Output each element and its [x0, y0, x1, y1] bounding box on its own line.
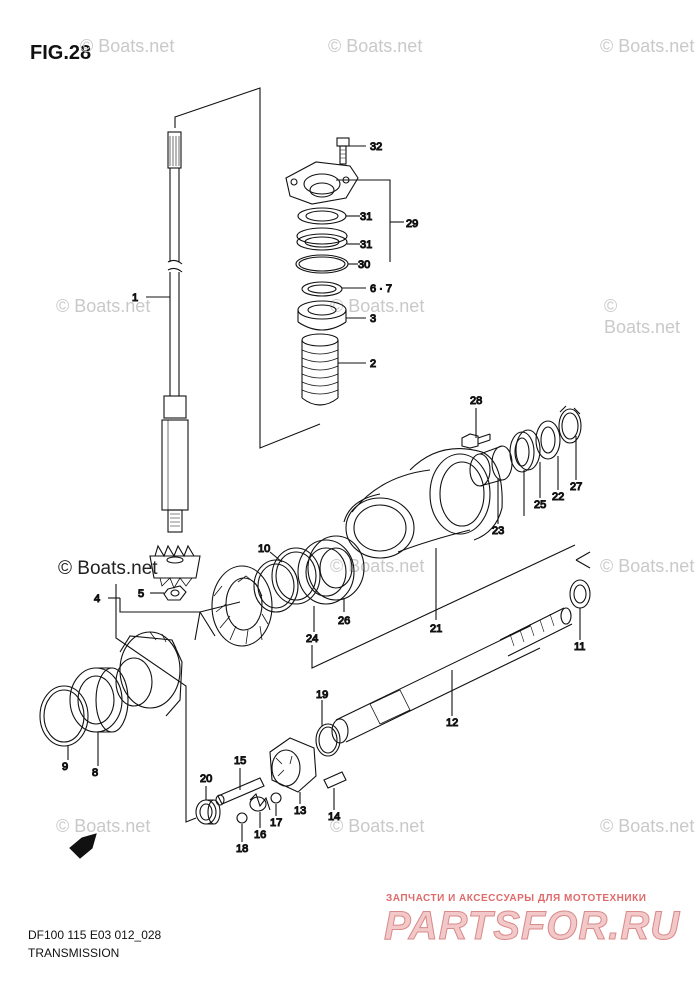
- callout-label: 21: [430, 623, 442, 635]
- callout-label: 26: [338, 615, 350, 627]
- shim: [301, 281, 343, 297]
- pump-case: [285, 161, 359, 205]
- callout-label: 31: [360, 211, 372, 223]
- spring-16: [249, 792, 271, 812]
- washer-9: [39, 685, 89, 747]
- watermark: © Boats.net: [56, 296, 151, 316]
- callout-label: 14: [328, 811, 340, 823]
- shop-brand-logo: PARTSFOR.RU: [383, 904, 681, 949]
- sleeve-20: [195, 799, 221, 825]
- callout-label: 19: [316, 689, 328, 701]
- callout-label: 5: [138, 588, 144, 600]
- watermark: © Boats.net: [56, 816, 151, 836]
- bearing-2: [301, 333, 339, 406]
- oil-seal-25: [509, 429, 541, 473]
- watermark: © Boats.net: [604, 296, 681, 337]
- callout-label: 27: [570, 481, 582, 493]
- watermark: © Boats.net: [600, 36, 695, 56]
- callout-label: 15: [234, 755, 246, 767]
- forward-gear: [211, 565, 273, 647]
- watermark-dark: © Boats.net: [58, 558, 158, 579]
- nut: [163, 585, 187, 601]
- assembly-bracket-line: [115, 584, 197, 823]
- section-name: TRANSMISSION: [28, 946, 120, 960]
- assembly-bracket-line: [119, 598, 200, 613]
- callout-label: 10: [258, 543, 270, 555]
- callout-label: 30: [358, 259, 370, 271]
- propeller-shaft-housing: [343, 448, 503, 559]
- pin-14: [323, 771, 347, 789]
- callout-label: 11: [574, 641, 585, 653]
- model-code: DF100 115 E03 012_028: [28, 928, 162, 942]
- fwd-arrow-icon: FWD: [69, 833, 97, 859]
- bearing-8: [69, 667, 129, 733]
- callout-label: 6 · 7: [370, 283, 392, 295]
- bolt-28: [461, 433, 491, 449]
- callout-label: 9: [62, 761, 68, 773]
- watermark: © Boats.net: [328, 36, 423, 56]
- callout-label: 32: [370, 141, 382, 153]
- callout-label: 25: [534, 499, 546, 511]
- callout-label: 3: [370, 313, 376, 325]
- bearing-3: [297, 300, 347, 331]
- clutch-dog-13: [269, 737, 317, 793]
- leader-line: [194, 611, 201, 641]
- callout-label: 20: [200, 773, 212, 785]
- callout-label: 22: [552, 491, 564, 503]
- callout-label: 4: [94, 593, 100, 605]
- propeller-shaft: [331, 607, 573, 744]
- bolt-32: [336, 137, 350, 165]
- figure-title: FIG.28: [30, 42, 92, 64]
- callout-label: 18: [236, 843, 248, 855]
- callout-label: 29: [406, 218, 418, 230]
- callout-label: 12: [446, 717, 458, 729]
- reverse-gear: [115, 631, 183, 717]
- callout-label: 2: [370, 358, 376, 370]
- watermark: © Boats.net: [80, 36, 175, 56]
- drive-shaft: [161, 131, 189, 533]
- fwd-label: FWD: [78, 845, 92, 851]
- callout-label: 1: [132, 292, 138, 304]
- assembly-bracket-line: [174, 87, 321, 449]
- ball-18: [236, 812, 248, 824]
- washer-11: [569, 579, 591, 609]
- callout-label: 8: [92, 767, 98, 779]
- watermark: © Boats.net: [330, 816, 425, 836]
- circlip-19: [315, 723, 341, 757]
- callout-label: 13: [294, 805, 306, 817]
- callout-label: 16: [254, 829, 266, 841]
- leader-line: [199, 611, 216, 637]
- oil-seal: [297, 207, 347, 225]
- oil-seal-22: [535, 420, 561, 460]
- watermark: © Boats.net: [600, 816, 695, 836]
- callout-label: 31: [360, 239, 372, 251]
- circlip-27: [558, 405, 582, 444]
- assembly-bracket-line: [311, 544, 576, 669]
- ball-17: [270, 792, 282, 804]
- leader-line: [199, 601, 241, 613]
- callout-label: 23: [492, 525, 504, 537]
- watermark: © Boats.net: [600, 556, 695, 576]
- callout-label: 24: [306, 633, 318, 645]
- pinion-gear: [149, 544, 201, 589]
- callout-label: 28: [470, 395, 482, 407]
- callout-label: 17: [270, 817, 282, 829]
- shim-10: [271, 547, 321, 605]
- oil-seal: [296, 227, 348, 251]
- needle-bearing-23: [469, 445, 513, 487]
- shim-24: [253, 559, 299, 613]
- watermark: © Boats.net: [330, 296, 425, 316]
- o-ring: [295, 254, 349, 274]
- bearing-26: [297, 535, 365, 605]
- shop-tagline: ЗАПЧАСТИ И АКСЕССУАРЫ ДЛЯ МОТОТЕХНИКИ: [386, 893, 647, 904]
